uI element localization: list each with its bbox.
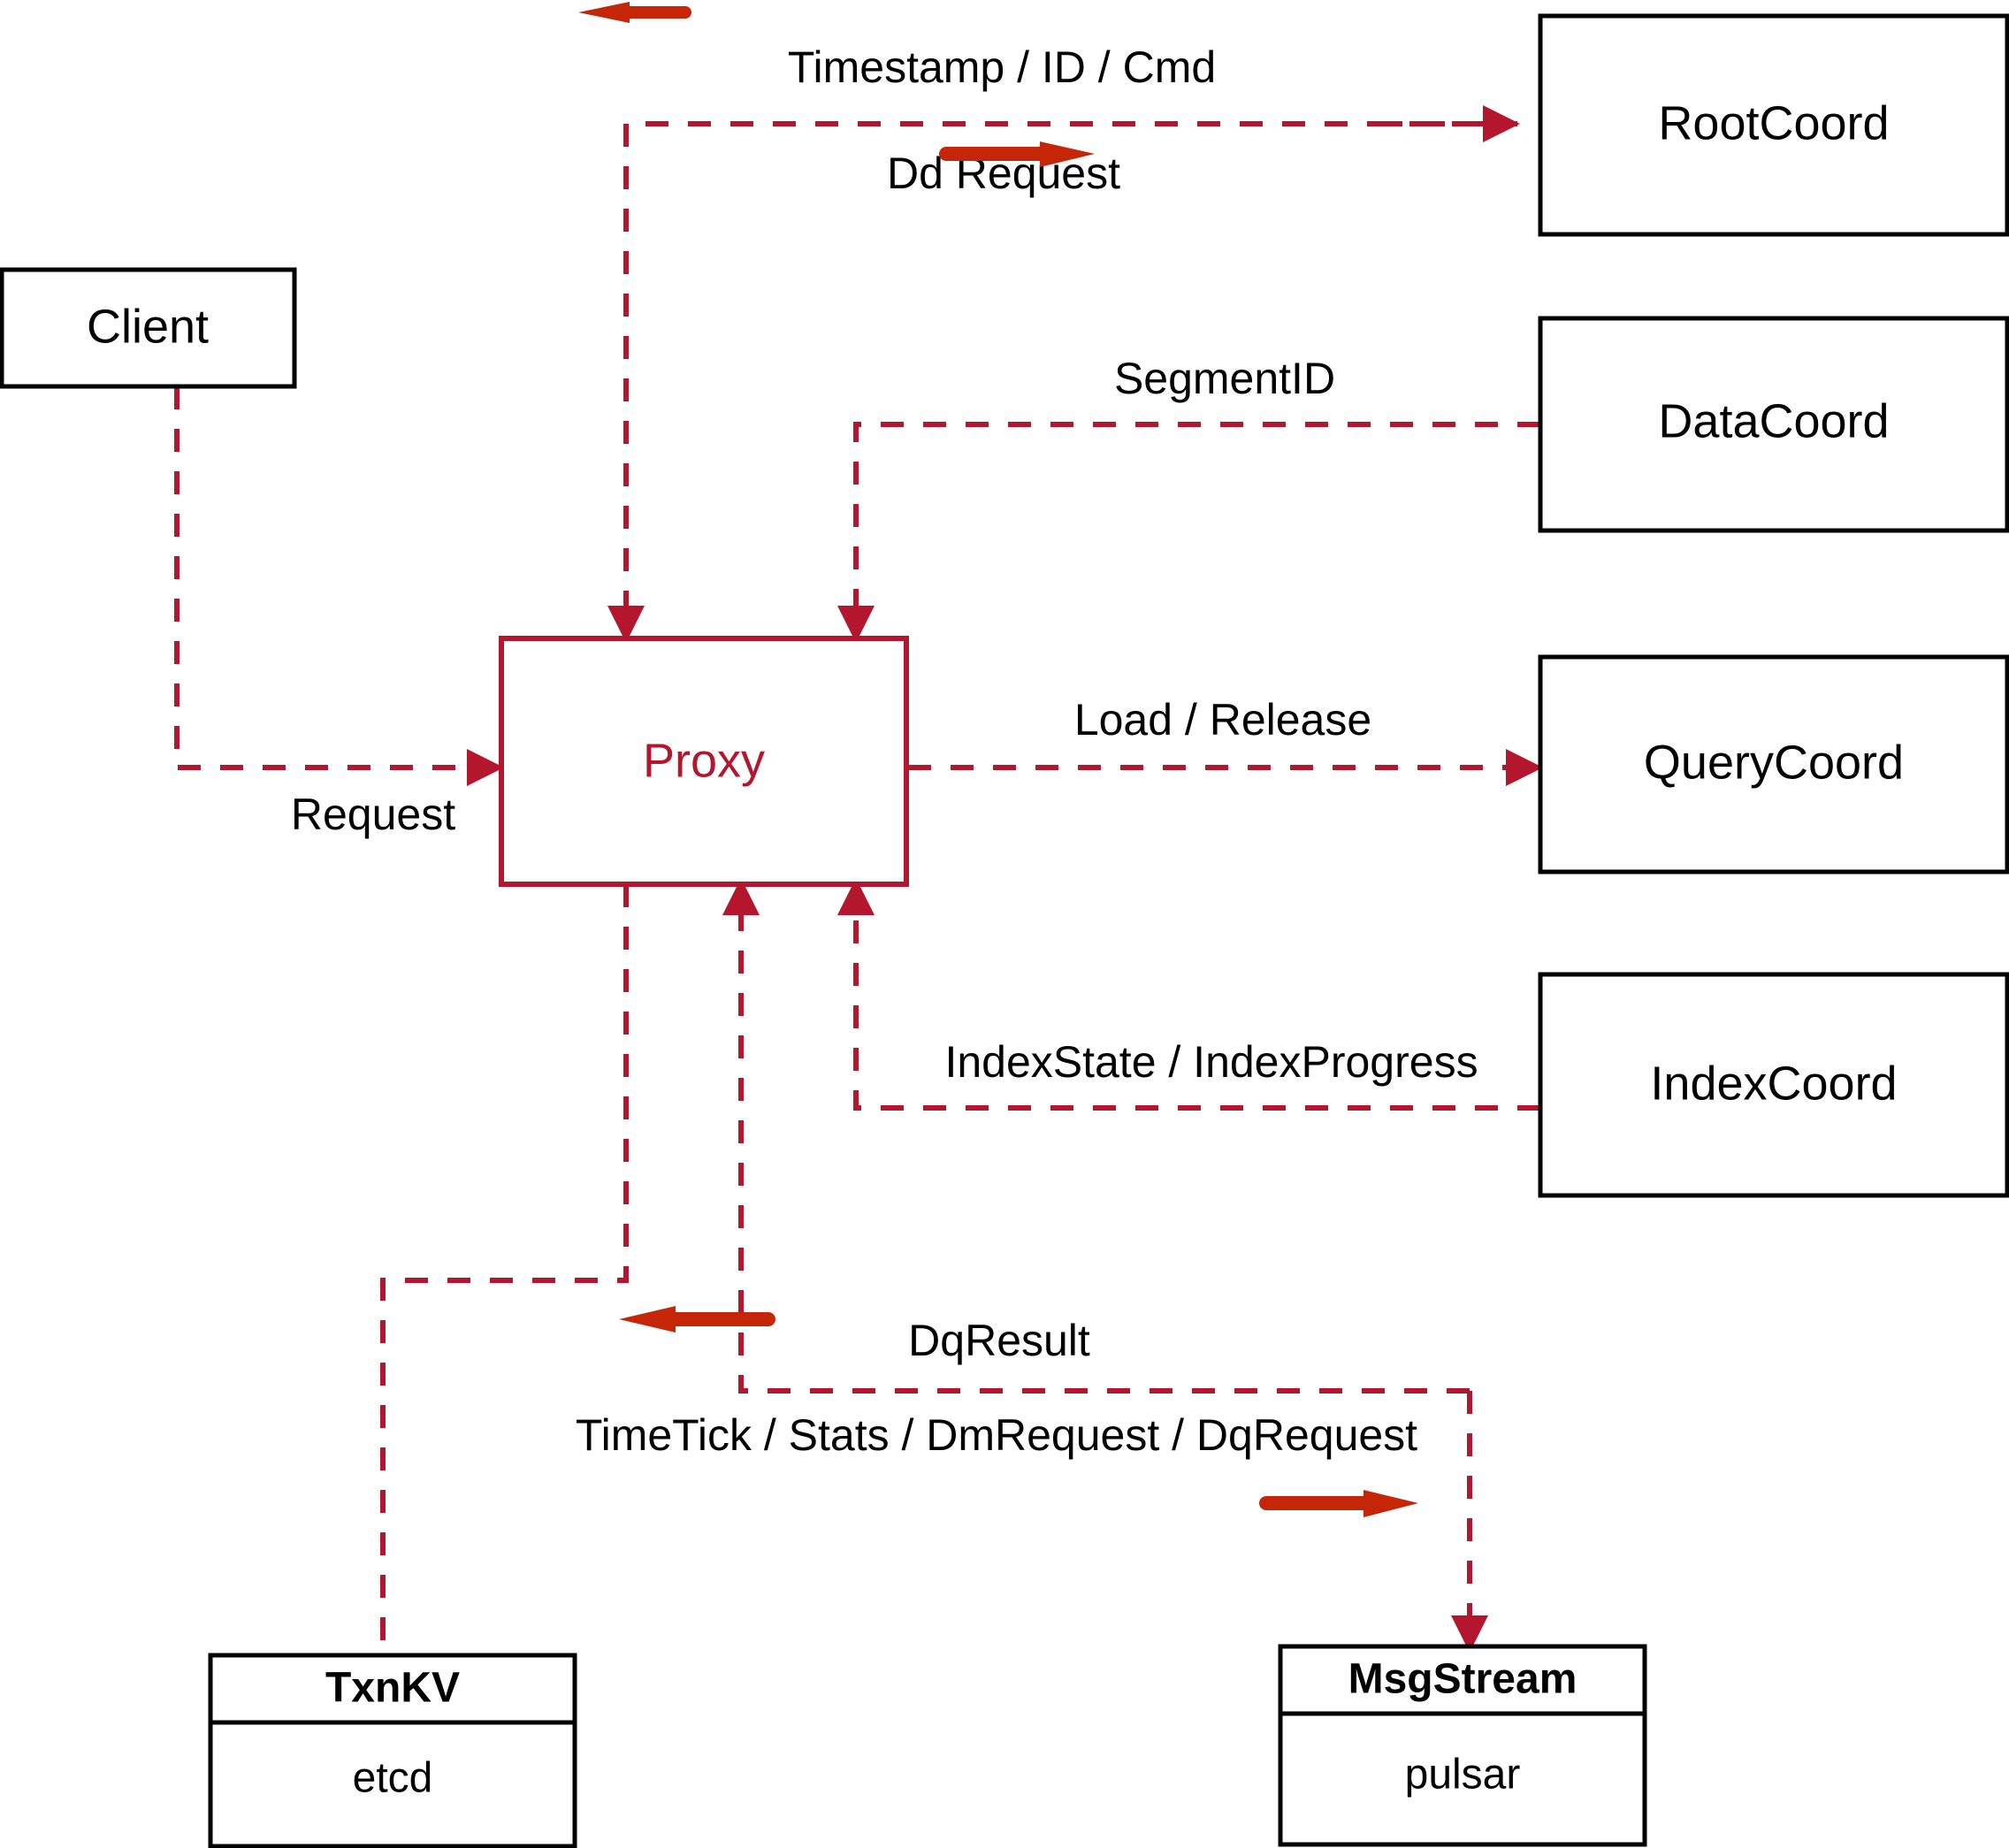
node-client-label: Client — [87, 300, 209, 353]
node-proxy-label: Proxy — [643, 734, 765, 787]
node-rootcoord-label: RootCoord — [1658, 96, 1889, 149]
node-datacoord-label: DataCoord — [1658, 394, 1889, 447]
node-querycoord-label: QueryCoord — [1644, 736, 1904, 789]
edge-msgstream-to-proxy — [722, 878, 1470, 1394]
node-txnkv-label: TxnKV — [325, 1665, 460, 1712]
node-querycoord[interactable]: QueryCoord — [1538, 654, 2009, 874]
edge-proxy-to-txnkv — [380, 884, 629, 1655]
flow-arrow-dqresult-left-icon — [619, 1306, 775, 1333]
edge-client-to-proxy — [174, 386, 504, 786]
edge-label-request: Request — [291, 790, 455, 839]
node-msgstream-label: MsgStream — [1348, 1656, 1577, 1703]
flow-arrow-timestamp-left-icon — [578, 2, 691, 23]
node-rootcoord[interactable]: RootCoord — [1538, 13, 2009, 237]
node-client[interactable]: Client — [0, 267, 297, 389]
flow-arrow-timetick-right-icon — [1259, 1490, 1418, 1517]
node-proxy[interactable]: Proxy — [499, 636, 909, 887]
node-indexcoord-label: IndexCoord — [1650, 1057, 1897, 1110]
node-msgstream[interactable]: MsgStream pulsar — [1278, 1644, 1647, 1847]
edge-label-timestamp-id-cmd: Timestamp / ID / Cmd — [788, 42, 1216, 92]
edge-label-load-release: Load / Release — [1074, 695, 1371, 745]
edge-label-dq-result: DqResult — [908, 1316, 1090, 1365]
flow-arrow-ddrequest-right-icon — [939, 141, 1095, 167]
edge-indexcoord-to-proxy — [837, 878, 1540, 1111]
edge-label-segment-id: SegmentID — [1114, 354, 1335, 403]
node-txnkv[interactable]: TxnKV etcd — [208, 1653, 577, 1848]
edge-proxy-to-rootcoord — [607, 121, 1517, 643]
node-txnkv-sublabel: etcd — [353, 1755, 433, 1802]
node-indexcoord[interactable]: IndexCoord — [1538, 972, 2009, 1198]
node-datacoord[interactable]: DataCoord — [1538, 316, 2009, 533]
edge-datacoord-to-proxy — [837, 422, 1540, 643]
edge-label-index-state-progress: IndexState / IndexProgress — [944, 1037, 1478, 1087]
node-msgstream-sublabel: pulsar — [1405, 1752, 1521, 1798]
edge-label-timetick-stats: TimeTick / Stats / DmRequest / DqRequest — [576, 1410, 1417, 1460]
